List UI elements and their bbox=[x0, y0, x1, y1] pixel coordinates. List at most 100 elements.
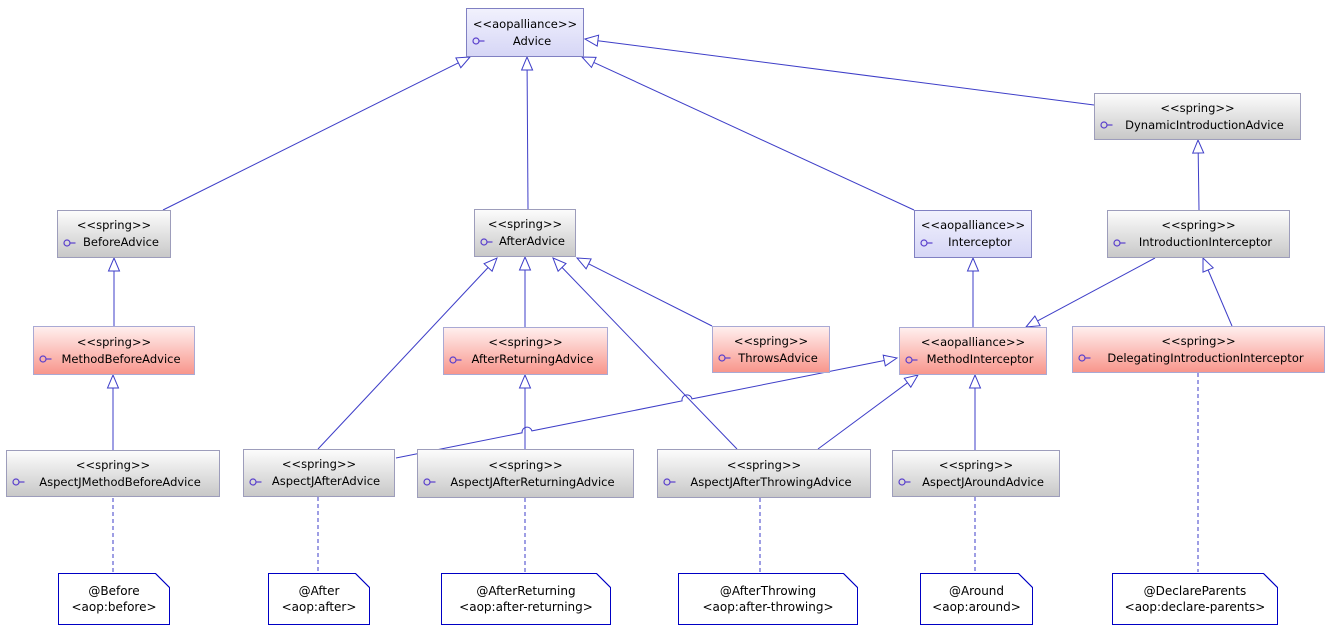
stereotype-label: <<spring>> bbox=[75, 457, 151, 472]
class-box-AfterReturningAdvice[interactable]: <<spring>>AfterReturningAdvice bbox=[443, 327, 608, 375]
class-name-row: AspectJAfterThrowingAdvice bbox=[658, 475, 870, 490]
note-xml-tag-label: <aop:before> bbox=[71, 600, 157, 614]
interface-lollipop-icon bbox=[1078, 354, 1091, 363]
class-box-DynamicIntroductionAdvice[interactable]: <<spring>>DynamicIntroductionAdvice bbox=[1094, 93, 1301, 140]
note-annotation-label: @After bbox=[298, 584, 340, 598]
class-name: MethodInterceptor bbox=[926, 352, 1034, 366]
generalization-edge-DelegatingIntroductionInterceptor-to-IntroductionInterceptor bbox=[1202, 256, 1233, 327]
class-box-DelegatingIntroductionInterceptor[interactable]: <<spring>> DelegatingIntroductionIntercep… bbox=[1072, 326, 1325, 373]
generalization-edge-AspectJAfterAdvice-to-AfterAdvice bbox=[317, 257, 498, 450]
stereotype-label: <<aopalliance>> bbox=[472, 16, 578, 31]
class-box-AspectJAroundAdvice[interactable]: <<spring>> AspectJAroundAdvice bbox=[892, 450, 1060, 497]
class-name-row: AspectJMethodBeforeAdvice bbox=[7, 475, 219, 490]
note-around[interactable]: @Around<aop:around> bbox=[920, 573, 1033, 625]
note-after-returning[interactable]: @AfterReturning<aop:after-returning> bbox=[441, 573, 611, 625]
note-outline-with-dogear bbox=[920, 573, 1033, 625]
generalization-edge-Interceptor-to-Advice bbox=[580, 56, 915, 211]
interface-lollipop-icon bbox=[898, 478, 911, 487]
note-text: @Before <aop:before> bbox=[58, 573, 170, 625]
note-text: @After<aop:after> bbox=[268, 573, 370, 625]
class-name: MethodBeforeAdvice bbox=[61, 351, 181, 366]
stereotype-label: <<spring>> bbox=[1161, 218, 1236, 232]
class-name-row: AfterAdvice bbox=[475, 234, 575, 249]
dogear-fold-icon bbox=[1018, 573, 1033, 588]
interface-lollipop-icon bbox=[63, 238, 76, 247]
class-name-row: MethodInterceptor bbox=[900, 352, 1046, 367]
note-after[interactable]: @After<aop:after> bbox=[268, 573, 370, 625]
hollow-triangle-arrowhead bbox=[1191, 138, 1205, 154]
hollow-triangle-arrowhead bbox=[1202, 256, 1215, 273]
note-after-throwing[interactable]: @AfterThrowing<aop:after-throwing> bbox=[678, 573, 858, 625]
class-box-MethodInterceptor[interactable]: <<aopalliance>> MethodInterceptor bbox=[899, 327, 1047, 375]
class-name-row: AspectJAfterReturningAdvice bbox=[418, 475, 633, 490]
class-name-row: BeforeAdvice bbox=[58, 235, 170, 250]
note-outline-with-dogear bbox=[268, 573, 370, 625]
class-box-AspectJAfterReturningAdvice[interactable]: <<spring>>AspectJAfterReturningAdvice bbox=[417, 449, 634, 498]
class-name: DelegatingIntroductionInterceptor bbox=[1107, 350, 1304, 365]
class-box-ThrowsAdvice[interactable]: <<spring>>ThrowsAdvice bbox=[712, 326, 830, 373]
hollow-triangle-arrowhead bbox=[966, 256, 980, 272]
class-box-Interceptor[interactable]: <<aopalliance>>Interceptor bbox=[914, 210, 1032, 258]
note-xml-tag-label: <aop:after-returning> bbox=[459, 600, 593, 614]
generalization-edge-BeforeAdvice-to-Advice bbox=[162, 56, 472, 211]
note-declare-parents[interactable]: @DeclareParents<aop:declare-parents> bbox=[1112, 573, 1278, 625]
note-outline-with-dogear bbox=[678, 573, 858, 625]
interface-lollipop-icon bbox=[905, 355, 918, 364]
class-box-AspectJMethodBeforeAdvice[interactable]: <<spring>> AspectJMethodBeforeAdvice bbox=[6, 450, 220, 497]
class-box-AspectJAfterThrowingAdvice[interactable]: <<spring>>AspectJAfterThrowingAdvice bbox=[657, 449, 871, 498]
hollow-triangle-arrowhead bbox=[518, 373, 532, 389]
class-name: AfterAdvice bbox=[499, 234, 565, 248]
generalization-edge-DynamicIntroductionAdvice-to-Advice bbox=[583, 34, 1095, 106]
stereotype-label: <<spring>> bbox=[487, 217, 563, 231]
generalization-edge-AspectJAfterAdvice-to-MethodInterceptor bbox=[395, 354, 899, 459]
class-name: AspectJAfterAdvice bbox=[271, 474, 381, 488]
stereotype-label: <<aopalliance>> bbox=[920, 335, 1026, 349]
class-name: AspectJAfterThrowingAdvice bbox=[690, 474, 852, 489]
interface-lollipop-icon bbox=[480, 237, 493, 246]
hollow-triangle-arrowhead bbox=[575, 257, 592, 270]
stereotype-label: <<spring>> bbox=[1161, 333, 1236, 348]
hollow-triangle-arrowhead bbox=[520, 55, 534, 71]
class-name-row: MethodBeforeAdvice bbox=[34, 352, 194, 367]
hollow-triangle-arrowhead bbox=[455, 56, 472, 69]
generalization-edge-AspectJAfterThrowingAdvice-to-MethodInterceptor bbox=[817, 374, 920, 450]
hollow-triangle-arrowhead bbox=[1024, 315, 1041, 328]
generalization-edge-AspectJAroundAdvice-to-MethodInterceptor bbox=[968, 373, 982, 450]
hollow-triangle-arrowhead bbox=[583, 34, 600, 47]
note-xml-tag-label: <aop:declare-parents> bbox=[1124, 600, 1266, 614]
note-text: @AfterReturning<aop:after-returning> bbox=[441, 573, 611, 625]
hollow-triangle-arrowhead bbox=[903, 374, 920, 389]
dogear-fold-icon bbox=[843, 573, 858, 588]
class-box-BeforeAdvice[interactable]: <<spring>>BeforeAdvice bbox=[57, 210, 171, 258]
class-name: IntroductionInterceptor bbox=[1138, 235, 1273, 249]
class-name: ThrowsAdvice bbox=[738, 350, 818, 365]
dogear-fold-icon bbox=[355, 573, 370, 588]
class-name: Advice bbox=[512, 33, 552, 48]
class-name-row: Advice bbox=[467, 34, 583, 49]
generalization-edge-MethodInterceptor-to-Interceptor bbox=[966, 256, 980, 327]
class-box-Advice[interactable]: <<aopalliance>> Advice bbox=[466, 8, 584, 57]
class-name-row: IntroductionInterceptor bbox=[1108, 235, 1289, 250]
class-name: AspectJAfterReturningAdvice bbox=[450, 474, 615, 489]
note-before[interactable]: @Before <aop:before> bbox=[58, 573, 170, 625]
class-name: AspectJMethodBeforeAdvice bbox=[39, 474, 201, 489]
class-name-row: AfterReturningAdvice bbox=[444, 352, 607, 367]
generalization-edge-AfterReturningAdvice-to-AfterAdvice bbox=[518, 255, 532, 327]
stereotype-label: <<spring>> bbox=[281, 457, 357, 471]
class-box-IntroductionInterceptor[interactable]: <<spring>> IntroductionInterceptor bbox=[1107, 210, 1290, 258]
note-outline-with-dogear bbox=[1112, 573, 1278, 625]
class-box-AspectJAfterAdvice[interactable]: <<spring>> AspectJAfterAdvice bbox=[243, 449, 395, 497]
interface-lollipop-icon bbox=[423, 478, 436, 487]
class-name-row: Interceptor bbox=[915, 235, 1031, 250]
interface-lollipop-icon bbox=[718, 354, 731, 363]
note-annotation-label: @Around bbox=[948, 584, 1005, 598]
class-box-AfterAdvice[interactable]: <<spring>> AfterAdvice bbox=[474, 209, 576, 257]
class-name-row: AspectJAroundAdvice bbox=[893, 475, 1059, 490]
note-annotation-label: @Before bbox=[88, 584, 140, 598]
class-name: AfterReturningAdvice bbox=[471, 352, 594, 366]
stereotype-label: <<spring>> bbox=[938, 457, 1014, 472]
class-box-MethodBeforeAdvice[interactable]: <<spring>>MethodBeforeAdvice bbox=[33, 326, 195, 375]
generalization-edge-MethodBeforeAdvice-to-BeforeAdvice bbox=[107, 256, 121, 326]
dogear-fold-icon bbox=[1263, 573, 1278, 588]
